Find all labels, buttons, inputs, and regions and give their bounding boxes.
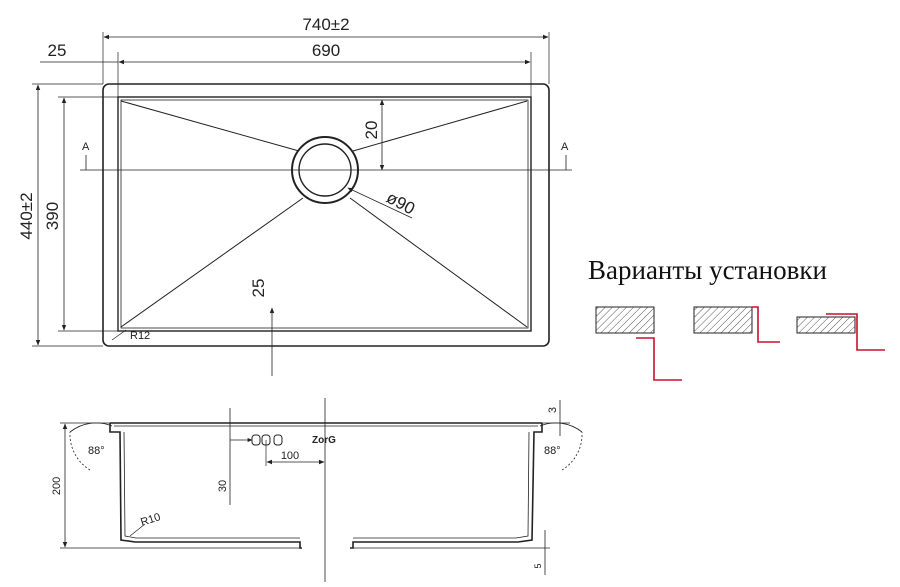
installation-title: Варианты установки [588, 255, 827, 285]
drain-diameter-label: ø90 [383, 188, 418, 219]
sink-outer-outline [102, 83, 550, 347]
section-mark-right: A [561, 141, 569, 153]
section-mark-left: A [82, 141, 90, 153]
section-outer-profile [109, 423, 302, 549]
inner-width-label: 690 [312, 41, 340, 60]
overflow-spacing-label: 100 [281, 450, 299, 462]
inner-depth-label: 390 [43, 202, 62, 230]
install-option-undermount [595, 306, 682, 381]
install-option-topmount [796, 313, 885, 351]
overall-depth-label: 440±2 [17, 192, 36, 239]
brand-logo: ZorG [312, 435, 336, 446]
overflow-holes [251, 434, 283, 446]
foot-height-label: 5 [533, 563, 543, 568]
install-option-flush [693, 306, 780, 343]
corner-radius-label: R12 [130, 330, 150, 342]
bottom-offset-label: 25 [249, 279, 268, 298]
section-height-label: 200 [51, 477, 63, 495]
section-view: ZorG 100 30 200 88° 88° 3 5 R10 [51, 398, 583, 582]
drain-offset-label: 20 [362, 121, 381, 140]
sink-bowl-outline [117, 96, 532, 332]
bottom-radius-label: R10 [139, 511, 162, 529]
plan-view: A A 740±2 690 25 440±2 390 20 ø90 25 [17, 15, 572, 376]
overflow-height-label: 30 [217, 480, 229, 492]
wall-angle-left-label: 88° [88, 445, 105, 457]
wall-angle-right-label: 88° [544, 445, 561, 457]
flange-offset-label: 25 [48, 41, 67, 60]
rim-thickness-label: 3 [547, 407, 559, 413]
overall-width-label: 740±2 [302, 15, 349, 34]
installation-options: Варианты установки [588, 255, 885, 381]
